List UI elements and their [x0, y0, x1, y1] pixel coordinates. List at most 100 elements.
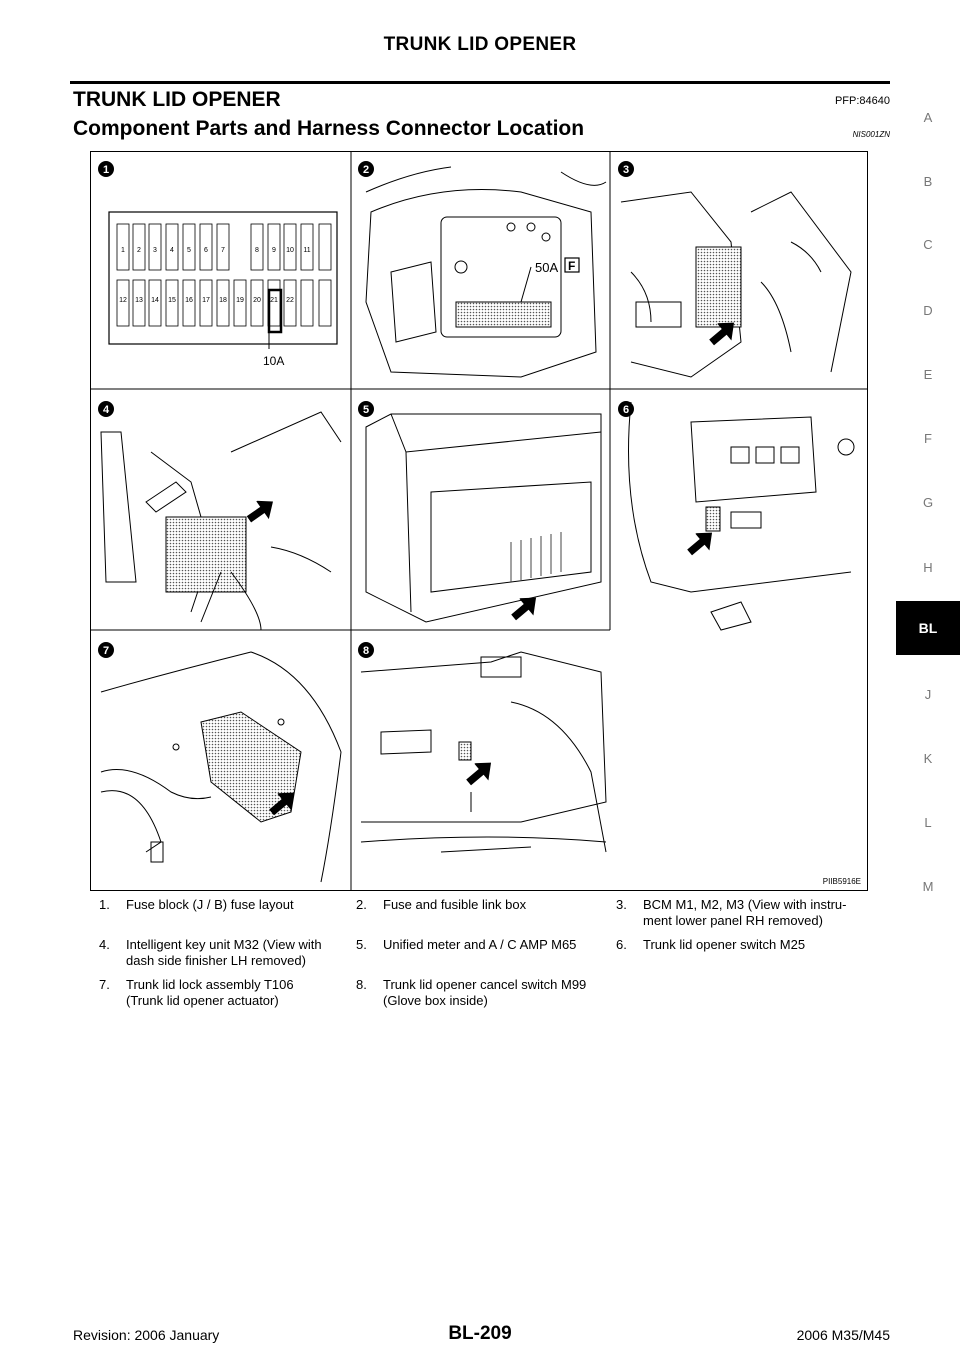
fuse-10a-highlight [267, 288, 283, 334]
fuse-top-6: 6 [199, 223, 213, 271]
svg-text:7: 7 [103, 645, 109, 657]
link-f-tag: F [568, 259, 575, 273]
subsection-title: Component Parts and Harness Connector Lo… [73, 117, 585, 140]
svg-text:9: 9 [272, 247, 276, 254]
svg-text:3: 3 [623, 164, 629, 176]
fuse-row-top: 1 2 3 4 5 6 7 8 9 10 11 [116, 223, 332, 271]
side-tab-l[interactable]: L [924, 815, 932, 830]
page-header-title: TRUNK LID OPENER [383, 34, 577, 55]
caption-1: 1. Fuse block (J / B) fuse layout [99, 897, 294, 912]
fuse-bottom-18: 18 [216, 279, 230, 327]
fuse-bottom-17: 17 [199, 279, 213, 327]
side-tab-bl[interactable]: BL [896, 601, 960, 655]
caption-7: 7. Trunk lid lock assembly T106 (Trunk l… [99, 977, 294, 1008]
panel-6-opener-switch [628, 401, 855, 631]
side-tab-b[interactable]: B [923, 174, 933, 189]
figure-code: PIIB5916E [822, 877, 861, 886]
svg-text:20: 20 [253, 297, 261, 304]
fuse-top-8: 8 [250, 223, 264, 271]
fuse-top-9: 9 [267, 223, 281, 271]
caption-2: 2. Fuse and fusible link box [356, 897, 527, 912]
panel-number-6: 6 [618, 401, 634, 417]
caption-6: 6. Trunk lid opener switch M25 [616, 937, 806, 952]
svg-text:5: 5 [187, 247, 191, 254]
svg-text:6: 6 [204, 247, 208, 254]
arrow-key-unit [242, 493, 280, 529]
svg-text:10: 10 [286, 247, 294, 254]
fuse-bottom-12: 12 [116, 279, 130, 327]
svg-text:5: 5 [363, 404, 369, 416]
footer-model: 2006 M35/M45 [796, 1327, 890, 1343]
part-code: PFP:84640 [834, 95, 890, 107]
fuse-top-10: 10 [283, 223, 297, 271]
svg-text:17: 17 [202, 297, 210, 304]
subsection-code: NIS001ZN [852, 130, 890, 139]
fuse-bottom-16: 16 [182, 279, 196, 327]
fuse-bottom-20: 20 [250, 279, 264, 327]
side-tab-g[interactable]: G [922, 495, 934, 510]
panel-3-bcm [620, 191, 852, 378]
caption-4: 4. Intelligent key unit M32 (View with d… [99, 937, 322, 968]
fuse-top-2: 2 [132, 223, 146, 271]
svg-text:14: 14 [151, 297, 159, 304]
caption-5: 5. Unified meter and A / C AMP M65 [356, 937, 577, 952]
side-tab-h[interactable]: H [923, 560, 933, 575]
side-tab-e[interactable]: E [923, 367, 933, 382]
svg-text:7: 7 [221, 247, 225, 254]
side-tab-f[interactable]: F [924, 431, 932, 446]
svg-text:12: 12 [119, 297, 127, 304]
section-title: TRUNK LID OPENER [73, 88, 281, 111]
svg-text:22: 22 [286, 297, 294, 304]
fuse-top-5: 5 [182, 223, 196, 271]
svg-text:15: 15 [168, 297, 176, 304]
panel-2-fuse-link-box: 50A F [365, 166, 607, 378]
side-tab-c[interactable]: C [923, 237, 933, 252]
footer-page-number: BL-209 [448, 1323, 512, 1344]
svg-text:18: 18 [219, 297, 227, 304]
svg-text:13: 13 [135, 297, 143, 304]
fuse-bottom-19: 19 [233, 279, 247, 327]
caption-8: 8. Trunk lid opener cancel switch M99 (G… [356, 977, 587, 1008]
fuse-bottom-15: 15 [165, 279, 179, 327]
link-50a-label: 50A [535, 260, 558, 275]
fuse-top-4: 4 [165, 223, 179, 271]
svg-text:3: 3 [153, 247, 157, 254]
svg-text:4: 4 [103, 404, 110, 416]
caption-3: 3. BCM M1, M2, M3 (View with instru- men… [616, 897, 847, 928]
panel-number-4: 4 [98, 401, 114, 417]
fuse-top-1: 1 [116, 223, 130, 271]
panel-grid [91, 152, 867, 890]
footer-revision: Revision: 2006 January [73, 1327, 220, 1343]
side-tab-m[interactable]: M [922, 879, 934, 894]
side-tab-k[interactable]: K [923, 751, 933, 766]
svg-text:11: 11 [303, 247, 310, 254]
fuse-bottom-14: 14 [148, 279, 162, 327]
panel-8-cancel-switch [360, 651, 607, 853]
panel-number-1: 1 [98, 161, 114, 177]
panel-5-unified-meter [365, 413, 602, 623]
panel-number-7: 7 [98, 642, 114, 658]
fuse-top-3: 3 [148, 223, 162, 271]
svg-text:1: 1 [121, 247, 125, 254]
svg-text:16: 16 [185, 297, 193, 304]
svg-text:19: 19 [236, 297, 244, 304]
side-tab-a[interactable]: A [923, 110, 933, 125]
fuse-top-7: 7 [216, 223, 230, 271]
panel-number-5: 5 [358, 401, 374, 417]
side-tab-j[interactable]: J [924, 687, 932, 702]
panel-7-lock-assembly [100, 651, 342, 883]
panel-number-2: 2 [358, 161, 374, 177]
svg-text:1: 1 [103, 164, 109, 176]
fuse-10a-label: 10A [263, 354, 284, 368]
svg-text:2: 2 [137, 247, 141, 254]
panel-number-3: 3 [618, 161, 634, 177]
panel-number-8: 8 [358, 642, 374, 658]
svg-text:2: 2 [363, 164, 369, 176]
side-tab-d[interactable]: D [923, 303, 933, 318]
fuse-top-11: 11 [300, 223, 314, 271]
fuse-bottom-22: 22 [283, 279, 297, 327]
svg-text:4: 4 [170, 247, 174, 254]
